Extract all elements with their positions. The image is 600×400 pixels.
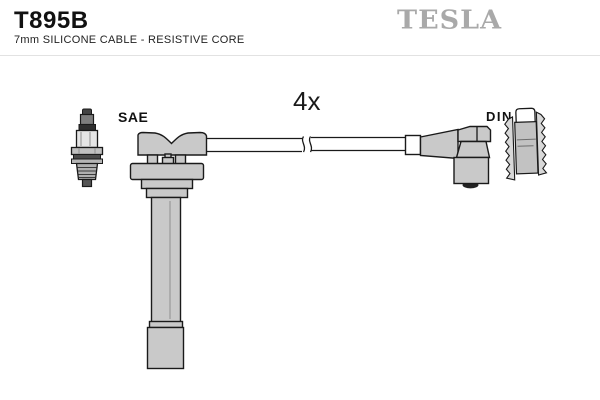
sae-label: SAE bbox=[118, 109, 149, 125]
header-divider bbox=[0, 55, 600, 56]
ignition-cable bbox=[206, 136, 406, 153]
din-socket-section-icon bbox=[504, 107, 548, 181]
plug-boot-icon bbox=[129, 131, 208, 370]
din-label: DIN bbox=[486, 109, 513, 124]
part-number: T895B bbox=[14, 7, 89, 34]
quantity-label: 4x bbox=[293, 86, 321, 116]
cable-break-icon bbox=[301, 136, 313, 153]
cable-spec-subtitle: 7mm SILICONE CABLE - RESISTIVE CORE bbox=[14, 34, 245, 46]
din-elbow-plug-icon bbox=[404, 125, 492, 189]
brand-logo: TESLA bbox=[397, 5, 503, 36]
spark-plug-icon bbox=[70, 108, 104, 188]
